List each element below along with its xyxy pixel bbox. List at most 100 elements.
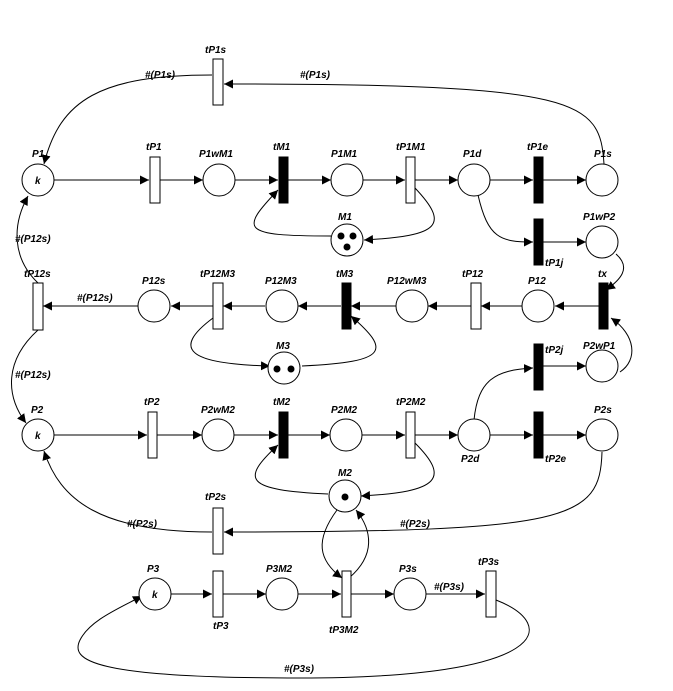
label-p2wm2: P2wM2 bbox=[201, 405, 235, 416]
arc-tp2s-to-p2 bbox=[42, 450, 213, 533]
transition-tm1 bbox=[278, 156, 289, 204]
arc-tp2m2-to-m2 bbox=[360, 442, 435, 501]
label-p1m1: P1M1 bbox=[331, 149, 358, 160]
arc-p2d-to-tp2j bbox=[473, 363, 534, 421]
transition-tm2 bbox=[278, 411, 289, 459]
label-tm2: tM2 bbox=[273, 397, 291, 408]
label-p3: P3 bbox=[147, 564, 160, 575]
transition-tp2 bbox=[147, 411, 158, 459]
label-m2: M2 bbox=[338, 468, 352, 479]
label-tp3: tP3 bbox=[213, 621, 229, 632]
arcs bbox=[11, 74, 633, 679]
label-tp12m3: tP12M3 bbox=[200, 269, 235, 280]
transition-tp2e bbox=[533, 411, 544, 459]
arc-p1wp2-to-tx bbox=[605, 253, 625, 291]
transition-tm3 bbox=[341, 282, 352, 330]
place-p2m2 bbox=[329, 418, 363, 452]
arc-p1s-to-tp1s bbox=[223, 79, 605, 165]
token-m1-1 bbox=[337, 232, 345, 240]
label-tp1s: tP1s bbox=[205, 45, 227, 56]
place-p2wm2 bbox=[201, 418, 235, 452]
place-p3 bbox=[138, 577, 172, 611]
label-tp2j: tP2j bbox=[545, 345, 564, 356]
arc-m2-to-tm2 bbox=[254, 444, 329, 495]
label-tp1e: tP1e bbox=[527, 142, 549, 153]
label-tm1: tM1 bbox=[273, 142, 291, 153]
arc-m3-to-tm3 bbox=[301, 315, 377, 367]
transition-tp1s bbox=[212, 58, 224, 106]
arc-label-p3s-bottom: #(P3s) bbox=[284, 664, 315, 675]
label-m1: M1 bbox=[338, 212, 352, 223]
arc-label-p2s-left: #(P2s) bbox=[127, 519, 158, 530]
place-p1m1 bbox=[330, 163, 364, 197]
places bbox=[21, 163, 619, 611]
place-p12 bbox=[521, 289, 555, 323]
label-tp1m1: tP1M1 bbox=[396, 142, 426, 153]
arc-label-p1s-right: #(P1s) bbox=[300, 70, 331, 81]
place-p2 bbox=[21, 418, 55, 452]
label-p1d: P1d bbox=[463, 149, 482, 160]
label-tx: tx bbox=[598, 269, 607, 280]
tokens-p1: k bbox=[35, 176, 41, 187]
label-p3m2: P3M2 bbox=[266, 564, 293, 575]
arc-label-p12s-lower: #(P12s) bbox=[15, 370, 51, 381]
arc-tp12s-to-p1 bbox=[16, 195, 39, 284]
label-tp12s: tP12s bbox=[24, 269, 51, 280]
label-p12m3: P12M3 bbox=[265, 276, 297, 287]
transition-tp2m2 bbox=[405, 411, 416, 459]
label-tp2e: tP2e bbox=[545, 454, 567, 465]
transition-tp12 bbox=[470, 282, 482, 330]
label-p2d: P2d bbox=[461, 454, 480, 465]
token-m3-2 bbox=[287, 365, 295, 373]
label-tp2: tP2 bbox=[144, 397, 160, 408]
transition-tp3s bbox=[485, 570, 497, 618]
label-p2m2: P2M2 bbox=[331, 405, 358, 416]
arc-label-p12s-upper: #(P12s) bbox=[15, 234, 51, 245]
arc-tp3s-to-p3 bbox=[77, 595, 530, 679]
label-tp3s: tP3s bbox=[478, 557, 500, 568]
arc-labels: #(P1s) #(P1s) #(P12s) #(P12s) #(P12s) #(… bbox=[15, 70, 465, 675]
label-tp12: tP12 bbox=[462, 269, 484, 280]
place-p1wp2 bbox=[585, 225, 619, 259]
token-m2-1 bbox=[341, 493, 349, 501]
transition-tp1 bbox=[149, 156, 161, 204]
transition-labels: tP1s tP1 tM1 tP1M1 tP1e tP1j tP12s tP12M… bbox=[24, 45, 607, 636]
label-p1wp2: P1wP2 bbox=[583, 212, 616, 223]
transition-tp3m2 bbox=[341, 570, 352, 618]
label-tp1j: tP1j bbox=[545, 258, 564, 269]
label-tp2s: tP2s bbox=[205, 492, 227, 503]
transition-tx bbox=[598, 282, 609, 330]
transition-tp1m1 bbox=[405, 156, 416, 204]
tokens-p2: k bbox=[35, 431, 41, 442]
token-m1-2 bbox=[349, 232, 357, 240]
arc-tp1s-to-p1 bbox=[41, 74, 213, 165]
transition-tp3 bbox=[212, 570, 224, 618]
label-p2wp1: P2wP1 bbox=[583, 341, 616, 352]
arc-label-p1s-left: #(P1s) bbox=[145, 70, 176, 81]
place-p12m3 bbox=[265, 289, 299, 323]
place-p2d bbox=[457, 418, 491, 452]
place-m3 bbox=[267, 351, 301, 385]
label-tp2m2: tP2M2 bbox=[396, 397, 426, 408]
label-p12: P12 bbox=[528, 276, 546, 287]
arc-m1-to-tm1 bbox=[253, 189, 332, 237]
label-tp1: tP1 bbox=[146, 142, 162, 153]
transition-tp12s bbox=[32, 282, 44, 331]
label-p3s: P3s bbox=[399, 564, 417, 575]
arc-m2-to-tp3m2 bbox=[321, 509, 343, 579]
label-tp3m2: tP3M2 bbox=[329, 625, 359, 636]
label-p1wm1: P1wM1 bbox=[199, 149, 233, 160]
transitions bbox=[32, 58, 609, 618]
place-p2wp1 bbox=[585, 349, 619, 383]
place-p12s bbox=[137, 289, 171, 323]
place-p2s bbox=[585, 418, 619, 452]
arc-tp3m2-to-m2 bbox=[348, 509, 370, 579]
tokens-p3: k bbox=[152, 590, 158, 601]
place-m1 bbox=[330, 223, 364, 257]
label-p12wm3: P12wM3 bbox=[387, 276, 427, 287]
arc-label-p3s-right: #(P3s) bbox=[434, 582, 465, 593]
label-p2s: P2s bbox=[594, 405, 612, 416]
label-m3: M3 bbox=[276, 341, 290, 352]
place-labels: P1 k P1wM1 P1M1 P1d P1s M1 P1wP2 P12 P12… bbox=[31, 149, 616, 601]
